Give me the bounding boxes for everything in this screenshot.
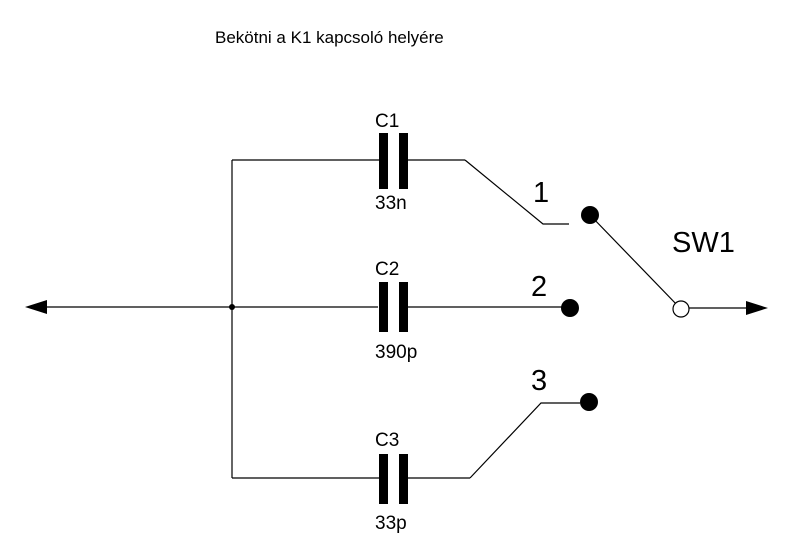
- switch-position-3-label: 3: [531, 365, 547, 397]
- left-output-arrow: [25, 300, 378, 314]
- switch-position-2-label: 2: [531, 271, 547, 303]
- capacitor-c2: C2 390p: [375, 259, 562, 363]
- c1-ref-label: C1: [375, 111, 399, 132]
- capacitor-c3: C3 33p: [232, 430, 470, 534]
- c2-ref-label: C2: [375, 259, 399, 280]
- switch-contact-3: [580, 393, 598, 411]
- switch-common-terminal: [672, 300, 690, 318]
- switch-position-1-label: 1: [533, 177, 549, 209]
- switch-sw1: 1 2 3 SW1: [531, 177, 735, 411]
- switch-blade: [589, 214, 680, 308]
- capacitor-c1: C1 33n: [232, 111, 465, 214]
- wire-c3-to-pos3: [469, 402, 580, 479]
- schematic-title: Bekötni a K1 kapcsoló helyére: [215, 28, 444, 47]
- c1-value-label: 33n: [375, 193, 407, 214]
- right-output-arrow: [689, 301, 768, 315]
- switch-name-label: SW1: [672, 227, 735, 259]
- c2-value-label: 390p: [375, 342, 417, 363]
- wire-c1-to-pos1: [464, 159, 569, 225]
- switch-contact-2: [561, 299, 579, 317]
- c3-value-label: 33p: [375, 513, 407, 534]
- c3-ref-label: C3: [375, 430, 399, 451]
